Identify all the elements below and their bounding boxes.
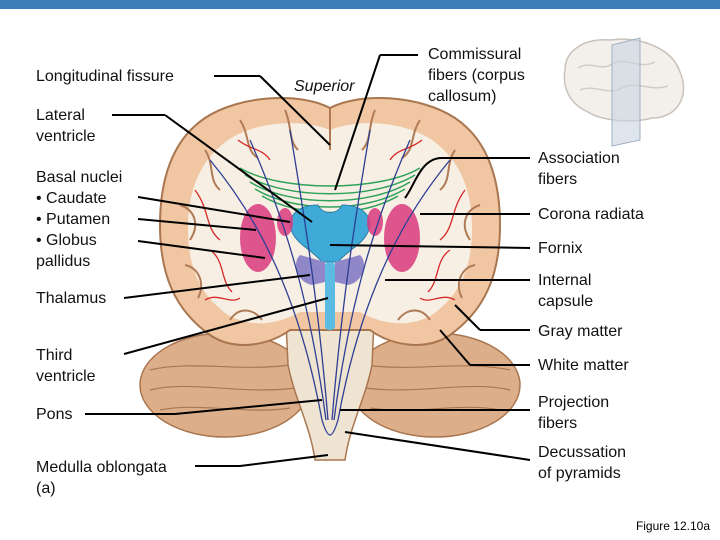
- label-projection-line2: fibers: [538, 415, 578, 432]
- label-putamen: • Putamen: [36, 211, 111, 228]
- label-association-line2: fibers: [538, 171, 578, 188]
- label-pallidus: pallidus: [36, 253, 91, 270]
- label-basal-nuclei: Basal nuclei: [36, 169, 123, 186]
- label-internal-capsule-line1: Internal: [538, 272, 592, 289]
- cortical-sulci: [179, 108, 481, 321]
- brainstem: [284, 299, 376, 461]
- label-decussation-line1: Decussation: [538, 444, 627, 461]
- label-third-ventricle-line1: Third: [36, 347, 73, 364]
- label-thalamus: Thalamus: [36, 290, 107, 307]
- label-longitudinal-fissure: Longitudinal fissure: [36, 68, 174, 85]
- top-accent-bar: [0, 0, 720, 9]
- third-ventricle: [325, 262, 335, 330]
- label-caudate: • Caudate: [36, 190, 107, 207]
- label-part-a: (a): [36, 480, 56, 497]
- label-commissural-line1: Commissural: [428, 46, 522, 63]
- label-commissural-line2: fibers (corpus: [428, 67, 525, 84]
- association-fibers: [194, 139, 466, 301]
- label-lateral-ventricle-line2: ventricle: [36, 128, 96, 145]
- label-third-ventricle-line2: ventricle: [36, 368, 96, 385]
- label-internal-capsule-line2: capsule: [538, 293, 594, 310]
- label-lateral-ventricle-line1: Lateral: [36, 107, 85, 124]
- label-corona-radiata: Corona radiata: [538, 206, 644, 223]
- projection-fibers: [209, 129, 451, 436]
- leader-lines: [85, 54, 531, 467]
- brain-orientation-inset: [563, 37, 685, 147]
- label-globus: • Globus: [36, 232, 97, 249]
- label-fornix: Fornix: [538, 240, 583, 257]
- label-gray-matter: Gray matter: [538, 323, 623, 340]
- label-superior: Superior: [294, 78, 355, 95]
- label-decussation-line2: of pyramids: [538, 465, 621, 482]
- label-medulla-oblongata: Medulla oblongata: [36, 459, 167, 476]
- figure-caption: Figure 12.10a: [635, 519, 710, 533]
- label-white-matter: White matter: [538, 357, 629, 374]
- label-projection-line1: Projection: [538, 394, 610, 411]
- label-association-line1: Association: [538, 150, 620, 167]
- label-commissural-line3: callosum): [428, 88, 497, 105]
- label-pons: Pons: [36, 406, 73, 423]
